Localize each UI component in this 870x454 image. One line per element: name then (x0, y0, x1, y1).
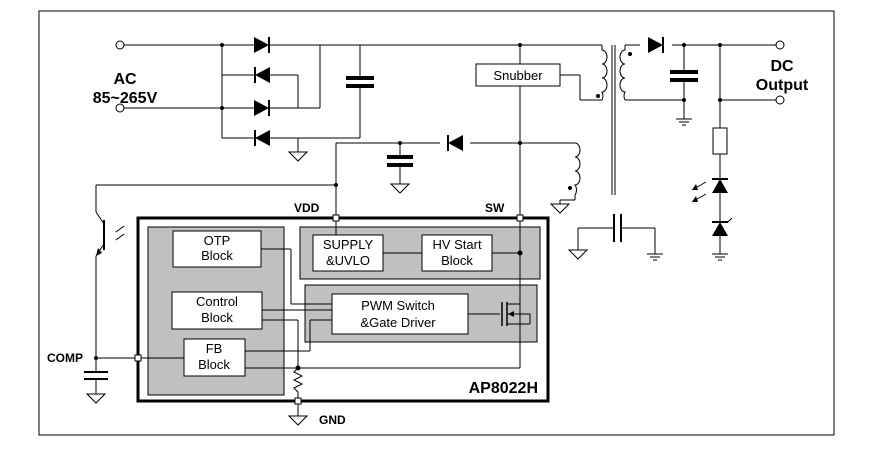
optocoupler-transistor (84, 185, 138, 404)
sw-pin-label: SW (485, 201, 505, 215)
secondary-output (619, 36, 785, 261)
gnd-pin-label: GND (319, 413, 346, 427)
vdd-pin (332, 214, 340, 222)
control-block (171, 291, 263, 330)
dc-terminal-bottom (775, 95, 785, 105)
sw-pin (516, 214, 524, 222)
vdd-pin-label: VDD (294, 201, 320, 215)
secondary-winding (619, 45, 626, 101)
dc-terminal-top (775, 40, 785, 50)
ac-input-bridge (115, 36, 602, 162)
auxiliary-winding (574, 142, 581, 196)
supply-label-1: SUPPLY (323, 237, 374, 252)
fb-label-2: Block (198, 357, 230, 372)
hv-label-1: HV Start (432, 237, 482, 252)
bulk-capacitor-plate (346, 76, 374, 80)
ac-terminal-top (115, 40, 125, 50)
primary-side (475, 45, 616, 218)
vdd-supply-path (96, 134, 522, 218)
snubber-label: Snubber (493, 68, 543, 83)
supply-label-2: &UVLO (326, 253, 370, 268)
otp-block (172, 230, 262, 268)
ac-label: AC (113, 71, 137, 88)
gnd-pin (294, 397, 302, 405)
primary-winding (601, 45, 608, 101)
feedback-resistor (712, 127, 728, 155)
ac-voltage-label: 85~265V (93, 90, 158, 107)
otp-label-2: Block (201, 248, 233, 263)
sense-resistor (292, 367, 304, 401)
hv-label-2: Block (441, 253, 473, 268)
otp-label-1: OTP (204, 233, 231, 248)
comp-pin (134, 354, 142, 362)
control-label-1: Control (196, 294, 238, 309)
pwm-label-1: PWM Switch (361, 298, 435, 313)
dc-label: DC (770, 58, 794, 75)
y-capacitor (568, 214, 664, 261)
chip-part-label: AP8022H (469, 380, 538, 397)
fb-label-1: FB (206, 341, 223, 356)
comp-pin-label: COMP (47, 351, 83, 365)
control-label-2: Block (201, 310, 233, 325)
fb-block (183, 338, 246, 377)
vdd-capacitor-plate (387, 155, 413, 159)
pwm-label-2: &Gate Driver (360, 315, 436, 330)
output-capacitor-plate (670, 70, 698, 74)
dc-output-label: Output (756, 77, 809, 94)
chip-internal-wiring (138, 218, 531, 426)
